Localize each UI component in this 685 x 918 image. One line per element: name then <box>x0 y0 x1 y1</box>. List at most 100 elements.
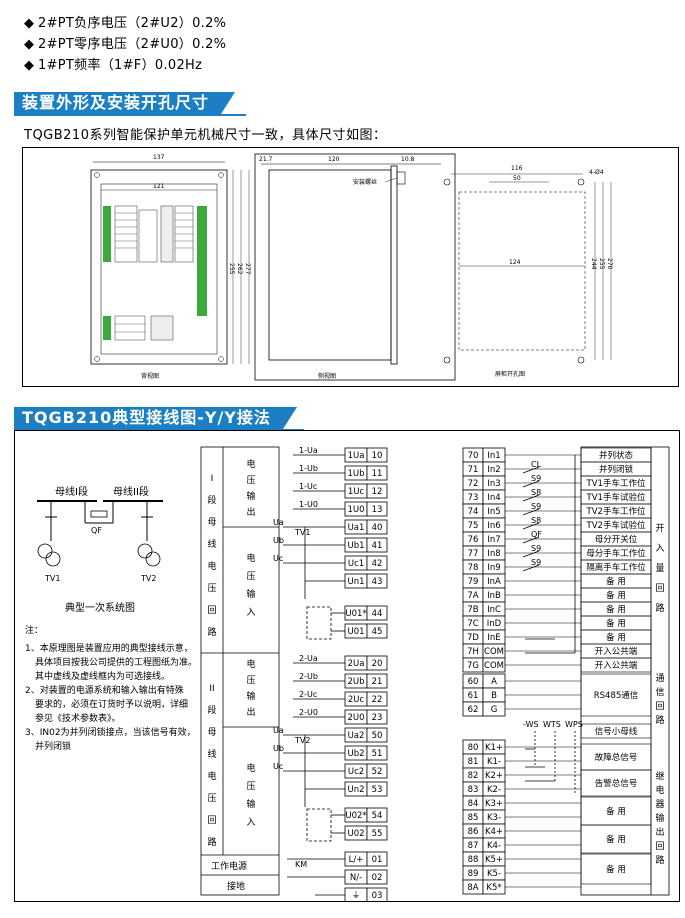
side-label-char: 路 <box>655 714 664 726</box>
terminal-label: In9 <box>487 563 500 573</box>
terminal-num-box <box>366 825 388 841</box>
wire-label: 1-Uc <box>299 482 317 491</box>
terminal-number: 61 <box>468 691 479 701</box>
terminal-number: 60 <box>468 677 479 687</box>
terminal-number: 45 <box>372 627 383 637</box>
terminal-number: 12 <box>372 487 383 497</box>
terminal-number: 53 <box>372 785 383 795</box>
terminal-label: 2Ub <box>347 677 364 687</box>
contact-label: S9 <box>531 474 541 483</box>
terminal-label: 1Ua <box>348 451 365 461</box>
terminal-label: COM <box>484 647 504 657</box>
sub-label-char: 输 <box>246 588 255 600</box>
right-label: 开入公共端 <box>595 646 638 657</box>
contact-switch <box>522 494 540 502</box>
terminal-number: 13 <box>372 505 383 515</box>
terminal-label: Uc2 <box>348 767 364 777</box>
terminal-label: U02* <box>345 811 366 821</box>
terminal-label: K1- <box>487 757 501 767</box>
phase-label: Ua <box>273 518 284 527</box>
right-label: 备 用 <box>606 604 626 615</box>
terminal-number: 86 <box>468 827 479 837</box>
input-wiring <box>525 455 576 795</box>
terminal-label: G <box>491 705 498 715</box>
group-label-char: II <box>209 684 214 694</box>
terminal-label: A <box>491 677 497 687</box>
terminal-num-box <box>366 573 388 589</box>
side-label-char: 量 <box>655 563 664 574</box>
terminal-num-box <box>366 655 388 671</box>
terminal-number: 62 <box>468 705 479 715</box>
terminal-number: 52 <box>372 767 383 777</box>
sub-label-char: 出 <box>246 706 255 718</box>
terminal-number: 03 <box>372 891 383 901</box>
device-body <box>268 169 392 361</box>
contact-label: S9 <box>531 544 541 553</box>
dimension-svg: 137 121 <box>90 153 613 381</box>
group-label-char: 压 <box>207 583 216 594</box>
terminal-label: U01 <box>347 627 364 637</box>
terminal-label: Ua1 <box>348 523 365 533</box>
terminal-num-box <box>366 465 388 481</box>
terminal-label: Ub2 <box>347 749 364 759</box>
terminal-number: 54 <box>372 811 383 821</box>
terminal-label: InD <box>487 619 502 629</box>
contact-switch <box>522 480 540 488</box>
group-label-char: 压 <box>207 793 216 804</box>
terminal-number: 85 <box>468 813 479 823</box>
terminal-block-green <box>197 206 207 316</box>
dim-text: 116 <box>511 165 523 172</box>
terminal-num-box <box>366 501 388 517</box>
contact-label: S9 <box>531 502 541 511</box>
sub-label-char: 输 <box>246 798 255 810</box>
side-label-char: 路 <box>655 854 664 866</box>
terminal-label: 1U0 <box>347 505 364 515</box>
contact-switch <box>522 550 540 558</box>
side-label-char: 路 <box>655 602 664 614</box>
terminal-label: In7 <box>487 535 500 545</box>
terminal-label: Ub1 <box>347 541 364 551</box>
label-cell <box>580 723 652 739</box>
view-caption: 背视图 <box>141 372 159 380</box>
terminal-label: K5- <box>487 869 501 879</box>
right-label: TV2手车试验位 <box>586 520 646 531</box>
sub-label-char: 电 <box>246 458 255 470</box>
group-label-char: 段 <box>207 494 216 506</box>
terminal-num-box <box>366 673 388 689</box>
terminal-number: 70 <box>468 451 479 461</box>
dim-text: 255 <box>598 258 605 270</box>
terminal-label: In2 <box>487 465 500 475</box>
terminal-number: 83 <box>468 785 479 795</box>
contact-switch <box>522 536 540 544</box>
side-label-char: 继 <box>655 770 664 782</box>
wire-labels: 1-Ua1-Ub1-Uc1-U02-Ua2-Ub2-Uc2-U0UaUbUcUa… <box>273 446 318 771</box>
terminal-number: 80 <box>468 743 479 753</box>
terminal-label: L/+ <box>349 855 364 865</box>
terminal-number: 79 <box>468 577 479 587</box>
tv1-label: TV1 <box>294 528 310 537</box>
sub-label-char: 压 <box>246 571 255 582</box>
terminal-number: 72 <box>468 479 479 489</box>
terminal-label: K1+ <box>485 743 503 753</box>
terminal-label: N/- <box>350 873 362 883</box>
contact-switch <box>522 522 540 530</box>
terminal-number: 44 <box>372 609 383 619</box>
terminal-label: Uc1 <box>348 559 364 569</box>
right-label: 备 用 <box>606 576 626 587</box>
terminal-num-box <box>366 691 388 707</box>
spec-line: ◆2#PT负序电压（2#U2）0.2% <box>24 16 227 31</box>
dim-text: 10.8 <box>401 156 415 163</box>
terminal-label: In4 <box>487 493 500 503</box>
contact-label: S9 <box>531 558 541 567</box>
rear-panel <box>90 169 228 365</box>
schematic-wires <box>283 454 345 896</box>
wire-label: 2-U0 <box>299 708 318 717</box>
terminal-number: 41 <box>372 541 383 551</box>
dim-text: 120 <box>328 156 340 163</box>
terminal-label: K3+ <box>485 799 503 809</box>
terminal-label: Un1 <box>347 577 364 587</box>
terminal-label: 1Uc <box>348 487 365 497</box>
terminal-label: In8 <box>487 549 500 559</box>
sub-label-char: 压 <box>246 781 255 792</box>
right-labels: 并列状态并列闭锁TV1手车工作位TV1手车试验位TV2手车工作位TV2手车试验位… <box>580 447 652 885</box>
